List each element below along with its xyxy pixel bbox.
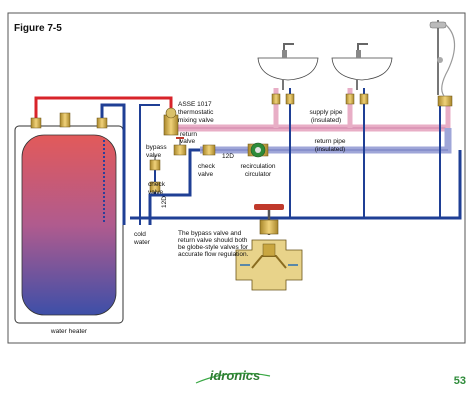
bypass-valve bbox=[149, 155, 161, 171]
fixture-valve-2-hot bbox=[345, 93, 355, 105]
sink-right bbox=[331, 43, 393, 90]
pipe-size-horizontal: 12D bbox=[222, 153, 234, 160]
check-valve-left bbox=[149, 181, 161, 193]
check-valve-mid-label-1: check bbox=[198, 163, 216, 170]
recirculation-circulator bbox=[247, 142, 269, 158]
return-pipe-label-1: return pipe bbox=[314, 138, 345, 145]
fixture-valve-1-cold bbox=[285, 93, 295, 105]
fixture-valve-1-hot bbox=[271, 93, 281, 105]
fixture-valve-2-cold bbox=[359, 93, 369, 105]
mixing-valve bbox=[163, 107, 179, 136]
figure-border bbox=[7, 12, 466, 344]
note-line-1: The bypass valve and bbox=[178, 230, 242, 237]
check-valve-middle bbox=[202, 144, 216, 156]
globe-valve-cutaway bbox=[235, 204, 303, 291]
idronics-logo: idronics bbox=[195, 368, 271, 384]
logo-text: idronics bbox=[210, 368, 261, 383]
relief-valve bbox=[59, 112, 71, 128]
shower-valve bbox=[437, 95, 453, 107]
circulator-label-2: circulator bbox=[245, 171, 272, 178]
shower-fixture bbox=[429, 20, 456, 97]
return-valve-label-2: valve bbox=[180, 138, 196, 145]
bypass-valve-label-2: valve bbox=[146, 152, 162, 159]
return-valve-label-1: return bbox=[180, 131, 197, 138]
cold-return-piping bbox=[100, 88, 462, 225]
note-line-3: be globe-style valves for bbox=[178, 244, 249, 251]
check-valve-left-label-2: valve bbox=[148, 189, 164, 196]
page-number: 53 bbox=[454, 375, 466, 387]
water-heater-label: water heater bbox=[50, 328, 88, 335]
pipe-size-vertical: 12D bbox=[161, 196, 168, 208]
mixing-valve-label: mixing valve bbox=[178, 117, 214, 124]
heater-hot-fitting bbox=[30, 117, 42, 129]
sink-left bbox=[257, 43, 319, 90]
note-line-4: accurate flow regulation. bbox=[178, 251, 249, 258]
note-line-2: return valve should both bbox=[178, 237, 248, 244]
cold-water-label-1: cold bbox=[134, 231, 146, 238]
supply-pipe-label-2: (insulated) bbox=[311, 117, 341, 124]
bypass-valve-label-1: bypass bbox=[146, 144, 167, 151]
check-valve-left-label-1: check bbox=[148, 181, 166, 188]
cold-water-label-2: water bbox=[133, 239, 151, 246]
heater-cold-fitting bbox=[96, 117, 108, 129]
thermostatic-label: thermostatic bbox=[178, 109, 214, 116]
figure-label: Figure 7-5 bbox=[14, 23, 62, 34]
return-pipe-label-2: (insulated) bbox=[315, 146, 345, 153]
check-valve-mid-label-2: valve bbox=[198, 171, 214, 178]
circulator-label-1: recirculation bbox=[240, 163, 275, 170]
asse-label: ASSE 1017 bbox=[178, 101, 212, 108]
water-heater: water heater bbox=[14, 125, 124, 335]
diagram-labels: ASSE 1017 thermostatic mixing valve retu… bbox=[133, 101, 346, 258]
return-valve bbox=[173, 137, 187, 156]
supply-pipe-label-1: supply pipe bbox=[310, 109, 343, 116]
water-heater-tank bbox=[21, 134, 117, 316]
